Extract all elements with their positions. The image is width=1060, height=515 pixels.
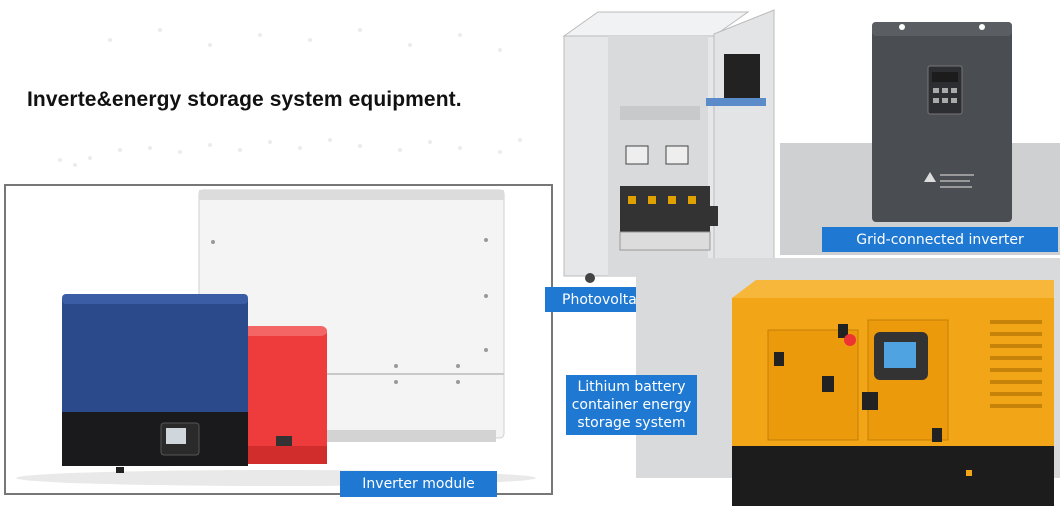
pv-storage-inverter-image	[562, 9, 775, 289]
battery-container-image	[732, 280, 1054, 506]
lithium-battery-label: Lithium battery container energy storage…	[566, 375, 697, 435]
grid-inverter-image	[872, 22, 1012, 222]
lithium-battery-label-line3: storage system	[577, 415, 686, 431]
inverter-module-image	[16, 189, 536, 486]
lithium-battery-label-line2: container energy	[571, 397, 692, 413]
inverter-module-frame	[4, 184, 553, 495]
lithium-battery-label-line1: Lithium battery	[577, 379, 686, 395]
page-title: Inverte&energy storage system equipment.	[27, 88, 462, 111]
inverter-module-label: Inverter module	[340, 471, 497, 497]
grid-inverter-label: Grid-connected inverter	[822, 227, 1058, 252]
